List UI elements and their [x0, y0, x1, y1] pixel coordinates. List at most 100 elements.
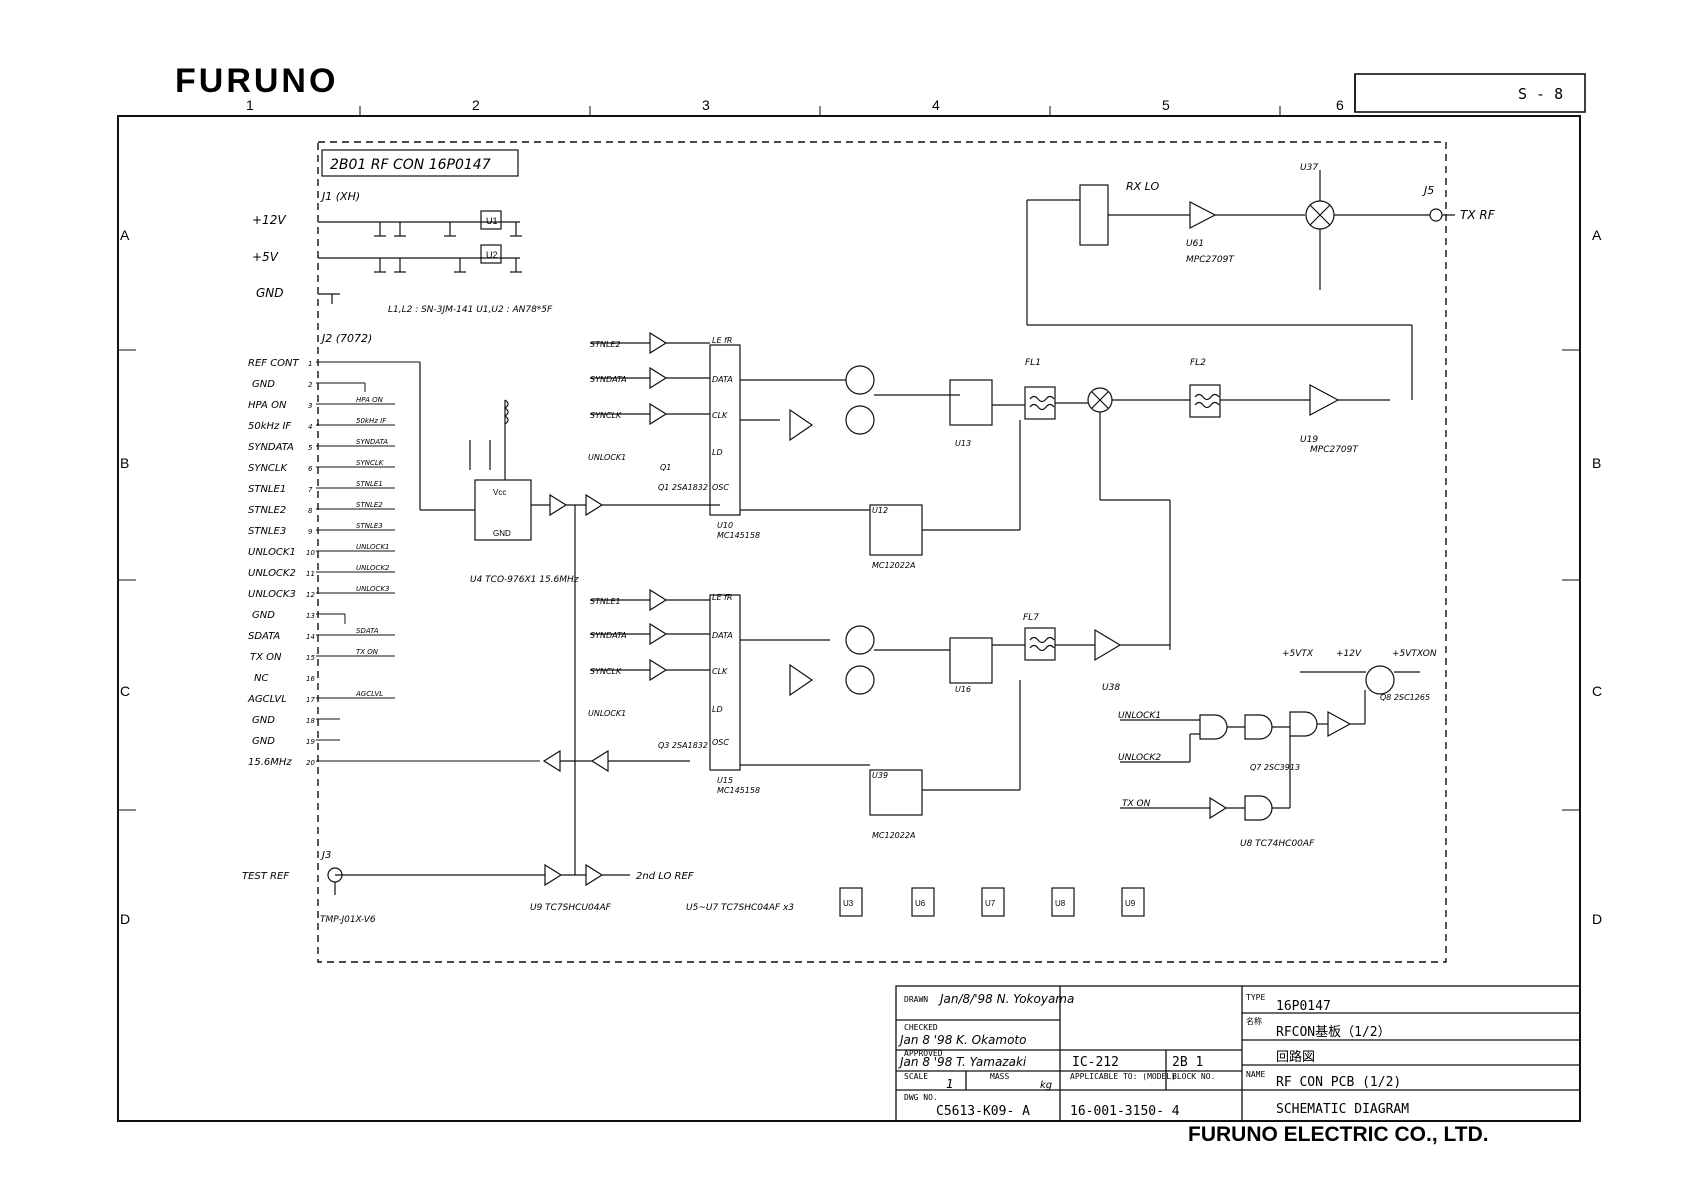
svg-text:6: 6 [1336, 97, 1344, 113]
svg-text:4: 4 [932, 97, 940, 113]
svg-text:LE fR: LE fR [712, 336, 732, 345]
pcb-outline [317, 141, 1447, 963]
drawing-en: SCHEMATIC DIAGRAM [1276, 1102, 1409, 1117]
svg-text:15.6MHz: 15.6MHz [248, 757, 292, 768]
svg-text:STNLE1: STNLE1 [248, 484, 286, 495]
svg-text:+5V: +5V [252, 250, 279, 264]
ref-buffers [327, 505, 690, 895]
svg-text:U6: U6 [915, 899, 926, 908]
svg-text:2: 2 [308, 381, 313, 389]
svg-text:U5~U7 TC7SHC04AF x3: U5~U7 TC7SHC04AF x3 [686, 903, 794, 913]
svg-text:18: 18 [306, 717, 315, 725]
pll-upper [590, 331, 1021, 556]
svg-text:U38: U38 [1102, 683, 1120, 693]
j2-pin-numbers: 1 2 3 4 5 6 7 8 9 10 11 12 13 14 15 16 1… [306, 360, 315, 767]
model-value: IC-212 [1072, 1055, 1119, 1070]
svg-text:U8 TC74HC00AF: U8 TC74HC00AF [1240, 839, 1315, 849]
power-pins: +12V +5V GND [252, 213, 286, 300]
j2-net-labels: HPA ON 50kHz IF SYNDATA SYNCLK STNLE1 ST… [355, 396, 390, 698]
svg-text:14: 14 [306, 633, 315, 641]
svg-text:1: 1 [246, 97, 254, 113]
drawn-label: DRAWN [904, 995, 928, 1004]
svg-text:STNLE3: STNLE3 [248, 526, 286, 537]
svg-text:LD: LD [712, 705, 723, 714]
svg-text:U3: U3 [843, 899, 854, 908]
svg-text:DATA: DATA [712, 631, 733, 640]
tx-rf-chain [992, 200, 1413, 662]
svg-text:50kHz IF: 50kHz IF [248, 421, 291, 432]
dwg-label: DWG NO. [904, 1093, 938, 1102]
svg-text:U15: U15 [717, 776, 733, 785]
svg-text:CLK: CLK [712, 667, 728, 676]
svg-text:TX RF: TX RF [1460, 208, 1496, 222]
svg-text:OSC: OSC [712, 738, 729, 747]
svg-text:A: A [1592, 227, 1602, 243]
mass-unit: kg [1040, 1080, 1052, 1091]
svg-text:HPA ON: HPA ON [248, 400, 287, 411]
svg-text:D: D [1592, 911, 1602, 927]
svg-text:GND: GND [252, 610, 275, 621]
svg-text:U7: U7 [985, 899, 996, 908]
svg-text:Q7 2SC3913: Q7 2SC3913 [1250, 763, 1300, 772]
svg-text:15: 15 [306, 654, 315, 662]
title-block [895, 985, 1581, 1122]
svg-text:19: 19 [306, 738, 315, 746]
svg-text:11: 11 [306, 570, 315, 578]
j2-pin-names: REF CONT GND HPA ON 50kHz IF SYNDATA SYN… [247, 358, 300, 768]
svg-text:12: 12 [306, 591, 315, 599]
svg-text:FL2: FL2 [1190, 358, 1206, 368]
svg-text:UNLOCK1: UNLOCK1 [248, 547, 296, 558]
svg-text:TX ON: TX ON [250, 652, 282, 663]
svg-text:SDATA: SDATA [248, 631, 280, 642]
svg-text:B: B [1592, 455, 1601, 471]
svg-text:U61: U61 [1186, 239, 1204, 249]
svg-text:J5: J5 [1422, 184, 1434, 197]
board-title: 2B01 RF CON 16P0147 [330, 157, 491, 173]
row-ruler: A B C D A B C D [118, 227, 1602, 927]
svg-text:U19: U19 [1300, 435, 1318, 445]
svg-text:MC145158: MC145158 [717, 786, 760, 795]
scale-label: SCALE [904, 1072, 928, 1081]
svg-text:MC12022A: MC12022A [872, 831, 915, 840]
svg-text:REF CONT: REF CONT [248, 358, 300, 369]
svg-text:STNLE2: STNLE2 [248, 505, 286, 516]
svg-text:C: C [120, 683, 130, 699]
svg-text:GND: GND [252, 715, 275, 726]
svg-text:9: 9 [308, 528, 313, 536]
svg-text:+5VTXON: +5VTXON [1392, 649, 1437, 659]
svg-text:4: 4 [308, 423, 312, 431]
svg-text:D: D [120, 911, 130, 927]
svg-text:DATA: DATA [712, 375, 733, 384]
bypass-ics [839, 887, 1145, 917]
svg-text:FL1: FL1 [1025, 358, 1041, 368]
svg-text:U8: U8 [1055, 899, 1066, 908]
svg-text:6: 6 [308, 465, 313, 473]
j1-label: J1 (XH) [320, 190, 360, 203]
svg-text:7: 7 [308, 486, 313, 494]
svg-text:U9 TC7SHCU04AF: U9 TC7SHCU04AF [530, 903, 612, 913]
company-name: FURUNO ELECTRIC CO., LTD. [1188, 1123, 1489, 1146]
svg-text:+12V: +12V [252, 213, 286, 227]
pll-upper-prescaler: U12 [872, 506, 888, 515]
j2-label: J2 (7072) [320, 332, 372, 345]
block-label: BLOCK NO. [1172, 1072, 1215, 1081]
svg-text:UNLOCK1: UNLOCK1 [588, 709, 626, 718]
block-number: 2B 1 [1172, 1055, 1203, 1070]
svg-text:Q1 2SA1832: Q1 2SA1832 [658, 483, 708, 492]
svg-text:5: 5 [1162, 97, 1170, 113]
svg-text:SYNDATA: SYNDATA [590, 375, 627, 384]
svg-text:FL7: FL7 [1023, 613, 1039, 623]
svg-text:OSC: OSC [712, 483, 729, 492]
svg-text:SYNCLK: SYNCLK [590, 667, 622, 676]
svg-text:UNLOCK3: UNLOCK3 [248, 589, 296, 600]
svg-text:U10: U10 [717, 521, 733, 530]
svg-text:U39: U39 [872, 771, 888, 780]
svg-text:TX ON: TX ON [1122, 799, 1151, 809]
svg-text:MPC2709T: MPC2709T [1310, 445, 1359, 455]
svg-text:13: 13 [306, 612, 315, 620]
svg-text:STNLE2: STNLE2 [590, 340, 621, 349]
power-input-network [318, 210, 522, 304]
svg-text:UNLOCK1: UNLOCK1 [1118, 711, 1161, 721]
svg-text:U13: U13 [955, 439, 971, 448]
svg-text:AGCLVL: AGCLVL [355, 690, 383, 698]
